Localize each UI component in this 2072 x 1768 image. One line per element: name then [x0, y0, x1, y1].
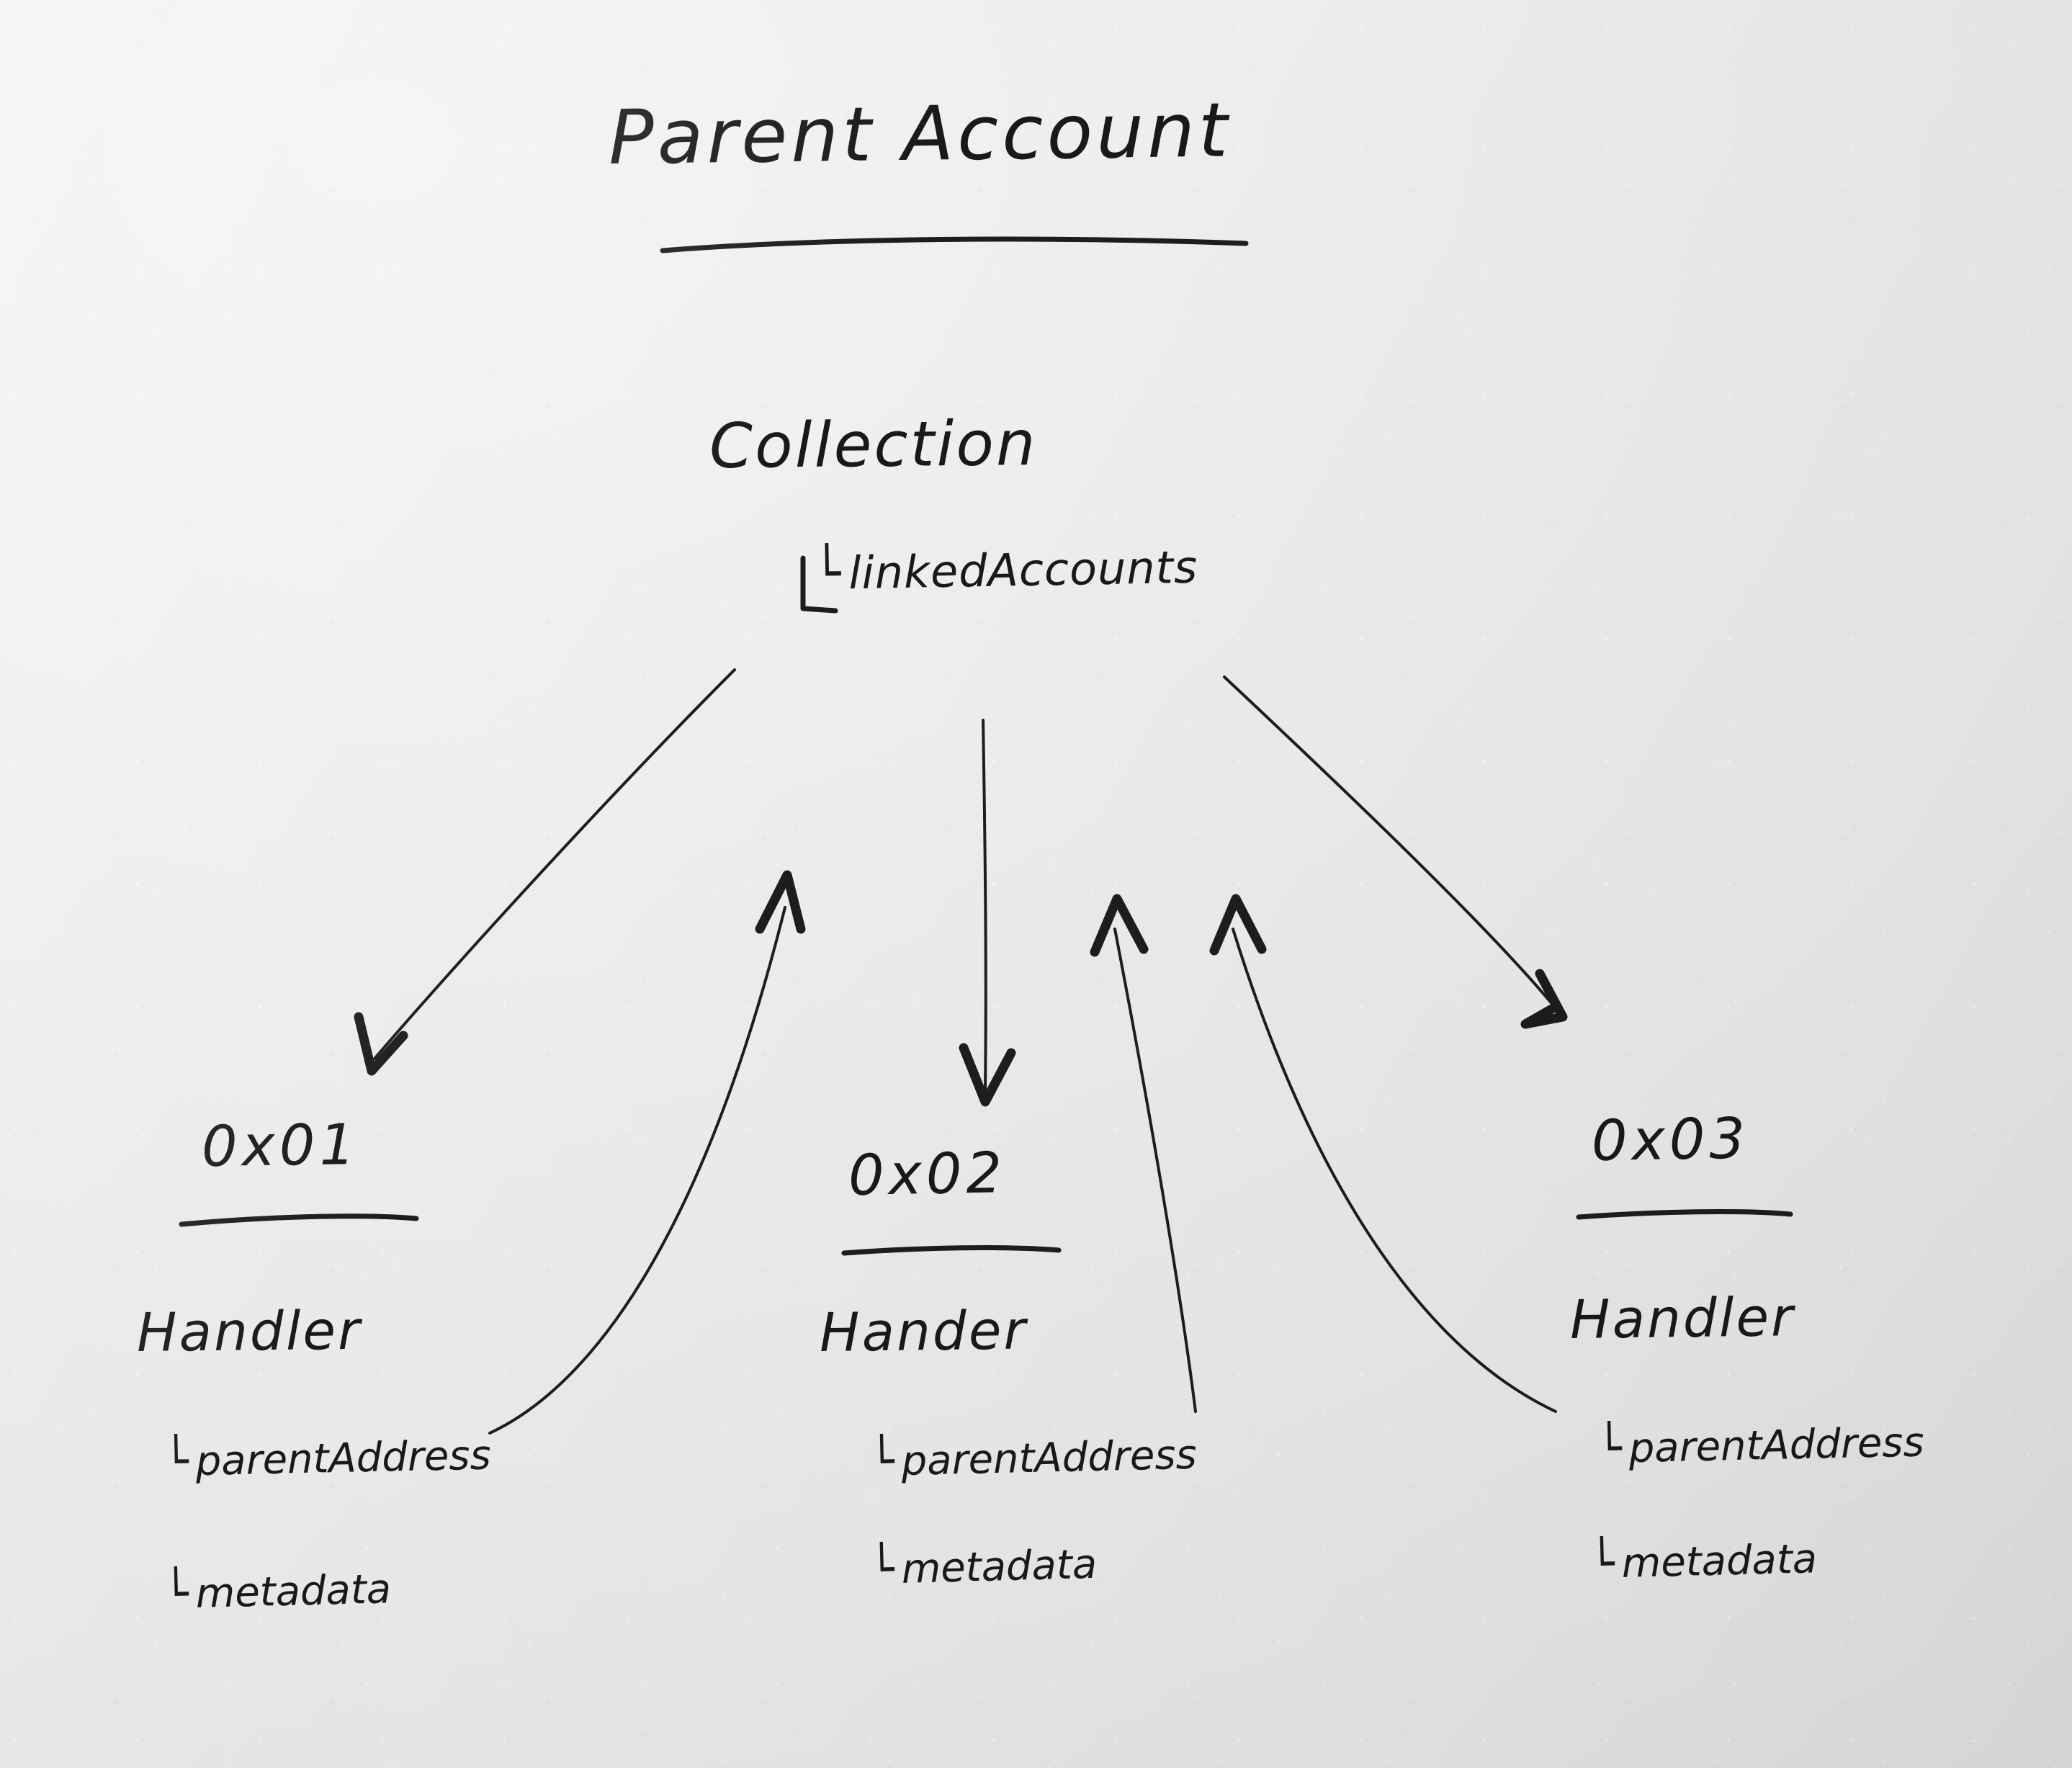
arrow-node2-parent-to-collection: [1113, 928, 1197, 1413]
node-field-label: parentAddress: [195, 1432, 492, 1486]
page-title: Parent Account: [608, 86, 1232, 181]
node-field-row: └metadata: [869, 1540, 1098, 1597]
arrow-collection-to-node2: [982, 719, 987, 1092]
collection-child-row: └linkedAccounts: [813, 540, 1198, 604]
arrowhead-node3: [1520, 969, 1568, 1029]
tree-branch-icon: └: [1589, 1537, 1615, 1592]
arrowhead-node1-back: [755, 870, 806, 934]
node-id-0x01: 0x01: [201, 1112, 360, 1180]
node-field-row: └parentAddress: [163, 1432, 492, 1489]
title-underline: [660, 236, 1249, 253]
arrowhead-node2-back: [1090, 894, 1149, 957]
arrow-node1-parent-to-collection: [488, 906, 786, 1435]
node-field-label: parentAddress: [1628, 1419, 1925, 1473]
node-field-row: └parentAddress: [869, 1431, 1198, 1489]
tree-branch-icon: └: [813, 542, 843, 604]
node-handler-0x03: Handler: [1569, 1286, 1795, 1351]
tree-branch-icon: └: [163, 1567, 189, 1622]
node3-underline: [1576, 1209, 1793, 1220]
tree-branch-icon: └: [163, 1435, 189, 1489]
tree-branch-icon: └: [1597, 1422, 1623, 1476]
tree-branch-icon: └: [869, 1543, 895, 1597]
node-field-label: metadata: [194, 1566, 392, 1617]
node-field-row: └metadata: [1589, 1535, 1818, 1592]
arrowhead-node3-back: [1209, 894, 1267, 956]
node-handler-0x02: Hander: [819, 1299, 1028, 1364]
arrowhead-node2: [959, 1043, 1016, 1107]
node-id-0x03: 0x03: [1591, 1106, 1750, 1174]
arrow-collection-to-node3: [1223, 676, 1557, 1010]
node-field-label: parentAddress: [900, 1431, 1198, 1485]
node-field-label: metadata: [1620, 1535, 1818, 1587]
arrowhead-node1: [354, 1012, 408, 1076]
arrow-collection-to-node1: [373, 668, 736, 1060]
node2-underline: [841, 1245, 1062, 1256]
collection-child-label: linkedAccounts: [848, 540, 1198, 600]
node-id-0x02: 0x02: [848, 1141, 1007, 1208]
collection-label: Collection: [709, 408, 1038, 483]
node-field-row: └parentAddress: [1597, 1419, 1925, 1476]
arrow-node3-parent-to-collection: [1232, 928, 1557, 1413]
node1-underline: [179, 1213, 419, 1227]
node-field-row: └metadata: [163, 1566, 392, 1622]
node-field-label: metadata: [900, 1540, 1098, 1593]
node-handler-0x01: Handler: [136, 1299, 362, 1364]
tree-branch-icon: └: [869, 1435, 895, 1489]
